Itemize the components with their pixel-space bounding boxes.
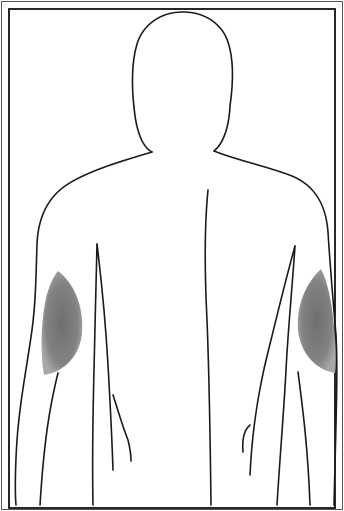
right-arm-shaded-region [298, 269, 336, 373]
left-arm-shaded-region [42, 271, 83, 375]
torso-right-waist [243, 425, 250, 452]
head-neck-outline [132, 12, 232, 107]
torso-left-side [97, 244, 113, 470]
neck-left-line [134, 107, 152, 152]
neck-right-line [214, 106, 230, 151]
torso-left-waist [113, 395, 131, 461]
spine-line [205, 190, 211, 505]
torso-right-side [250, 246, 295, 475]
left-arm-inner-outline [93, 244, 97, 505]
right-arm-inner-outline [277, 246, 295, 505]
left-arm-inner-lower [40, 373, 58, 505]
inner-frame [9, 9, 335, 508]
left-shoulder-arm-outline [15, 152, 152, 505]
right-arm-inner-lower [298, 372, 310, 505]
